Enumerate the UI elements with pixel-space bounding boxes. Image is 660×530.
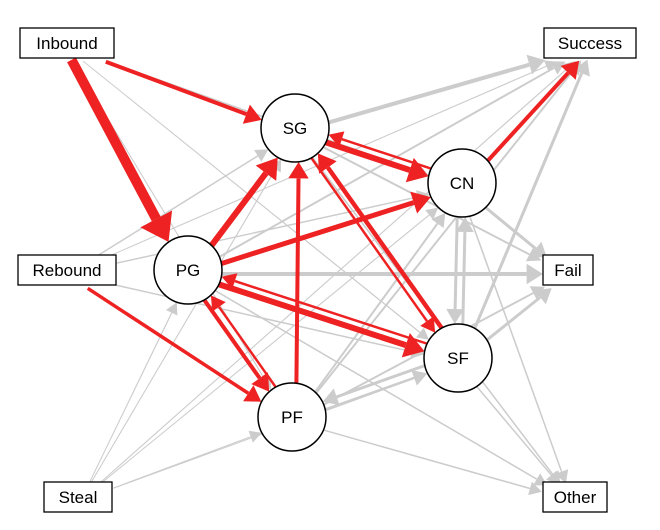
node-label-pf: PF	[281, 408, 303, 427]
edge-sf-to-other	[476, 386, 560, 485]
node-steal: Steal	[43, 481, 113, 513]
node-label-cn: CN	[450, 174, 475, 193]
node-cn: CN	[427, 148, 497, 218]
node-sg: SG	[260, 93, 330, 163]
edge-sf-to-pf	[322, 364, 426, 406]
node-inbound: Inbound	[19, 27, 115, 59]
edge-steal-to-pf	[113, 430, 262, 489]
edge-sf-to-cn	[456, 217, 474, 325]
edge-pf-to-other	[323, 429, 542, 496]
edge-pf-to-cn	[314, 212, 446, 393]
edge-inbound-to-pg	[67, 57, 173, 242]
node-sf: SF	[423, 323, 493, 393]
edge-sf-to-sg	[317, 153, 444, 330]
edge-pg-to-sf	[218, 281, 425, 358]
node-label-inbound: Inbound	[36, 34, 97, 53]
edge-rebound-to-sf	[115, 284, 424, 359]
node-success: Success	[543, 27, 637, 59]
edge-sf-to-success	[473, 59, 590, 329]
edges-highlight	[67, 57, 580, 402]
edge-steal-to-pg	[88, 302, 178, 484]
node-pg: PG	[153, 235, 223, 305]
node-label-pg: PG	[176, 261, 201, 280]
edge-rebound-to-pf	[86, 286, 262, 402]
edge-pf-to-pg	[210, 295, 277, 388]
edge-cn-to-sg	[328, 131, 432, 170]
edge-cn-to-sf	[446, 216, 464, 324]
node-label-sf: SF	[447, 349, 469, 368]
node-other: Other	[542, 481, 608, 513]
node-rebound: Rebound	[17, 254, 117, 286]
edge-pg-to-cn	[220, 191, 431, 266]
node-label-fail: Fail	[554, 261, 581, 280]
node-label-other: Other	[554, 488, 597, 507]
node-label-sg: SG	[283, 119, 308, 138]
edge-pg-to-success	[219, 61, 566, 258]
edge-sf-to-pg	[221, 273, 428, 345]
edge-steal-to-cn	[98, 207, 439, 486]
edge-inbound-to-sg	[105, 59, 262, 124]
edge-sg-to-cn	[325, 139, 429, 183]
node-label-success: Success	[558, 34, 622, 53]
node-fail: Fail	[542, 254, 594, 286]
edges-muted	[72, 54, 590, 496]
edge-pg-to-sg	[209, 157, 278, 248]
edge-sg-to-success	[328, 54, 546, 125]
node-label-steal: Steal	[59, 488, 98, 507]
edge-pg-to-pf	[202, 298, 270, 392]
edge-rebound-to-sg	[92, 149, 269, 259]
node-pf: PF	[257, 382, 327, 452]
edge-sg-to-sf	[310, 157, 436, 333]
node-label-rebound: Rebound	[32, 261, 101, 280]
edge-cn-to-other	[469, 216, 569, 484]
edge-sf-to-fail	[486, 288, 552, 342]
edge-cn-to-success	[486, 60, 580, 162]
edge-pf-to-sg	[288, 162, 309, 384]
